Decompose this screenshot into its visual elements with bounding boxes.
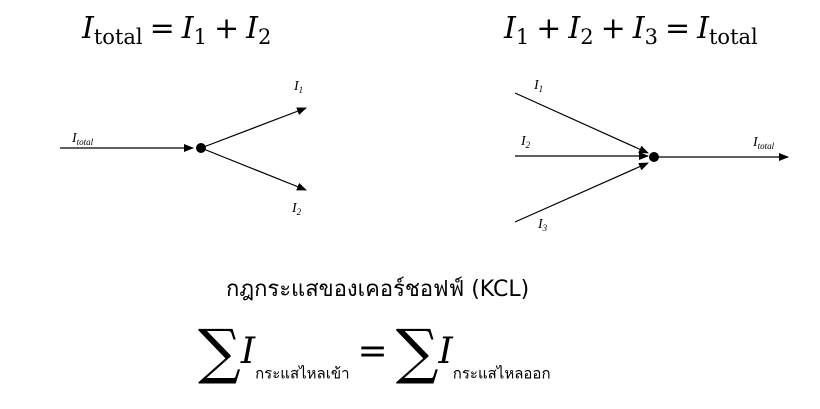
eq-equals: =	[149, 11, 175, 46]
kcl-equals: =	[357, 331, 388, 372]
kcl-title: กฎกระแสของเคอร์ชอฟฟ์ (KCL)	[226, 277, 530, 302]
label-in-3: I3	[538, 217, 548, 233]
junction-node-left	[196, 143, 206, 153]
current-out-sub: กระแสไหลออก	[452, 364, 551, 383]
sigma-right: ∑	[395, 317, 439, 387]
current-out-var: I	[438, 331, 453, 372]
eq-lhs-var: I	[82, 11, 94, 46]
arrow-in-1	[514, 92, 649, 154]
eq2-plus-1: +	[536, 11, 562, 46]
eq2-plus-2: +	[600, 11, 626, 46]
eq2-rhs-var: I	[697, 11, 709, 46]
label-out-1: I1	[294, 79, 304, 95]
label-out-total: Itotal	[753, 135, 775, 151]
sigma-left: ∑	[198, 317, 241, 387]
label-in-total: Itotal	[72, 131, 94, 147]
split-node-diagram	[60, 107, 307, 191]
eq-plus: +	[214, 11, 240, 46]
merge-node-diagram	[514, 92, 789, 223]
kcl-equation: ∑Iกระแสไหลเข้า=∑Iกระแสไหลออก	[198, 322, 551, 382]
current-in-sub: กระแสไหลเข้า	[255, 364, 350, 383]
arrow-in-3	[514, 162, 649, 223]
eq2-rhs-sub: total	[708, 25, 758, 49]
eq-term2-sub: 2	[258, 25, 272, 49]
eq2-term3-var: I	[632, 11, 645, 46]
eq2-term3-sub: 3	[644, 25, 658, 49]
arrow-out-1	[200, 107, 307, 149]
eq2-term2-var: I	[568, 11, 581, 46]
eq2-equals: =	[664, 11, 691, 46]
eq-term1-sub: 1	[193, 25, 207, 49]
equation-merge: I1+I2+I3=Itotal	[504, 14, 758, 48]
arrow-out-2	[200, 147, 307, 191]
eq2-term2-sub: 2	[580, 25, 594, 49]
eq-term1-var: I	[181, 11, 194, 46]
eq2-term1-sub: 1	[515, 25, 530, 49]
label-out-2: I2	[292, 201, 302, 217]
eq-term2-var: I	[246, 11, 258, 46]
junction-node-right	[649, 152, 659, 162]
equation-split: Itotal=I1+I2	[82, 14, 271, 48]
current-in-var: I	[240, 331, 256, 372]
label-in-1: I1	[534, 78, 544, 94]
eq-lhs-sub: total	[93, 25, 143, 49]
label-in-2: I2	[521, 134, 531, 150]
eq2-term1-var: I	[504, 11, 516, 46]
